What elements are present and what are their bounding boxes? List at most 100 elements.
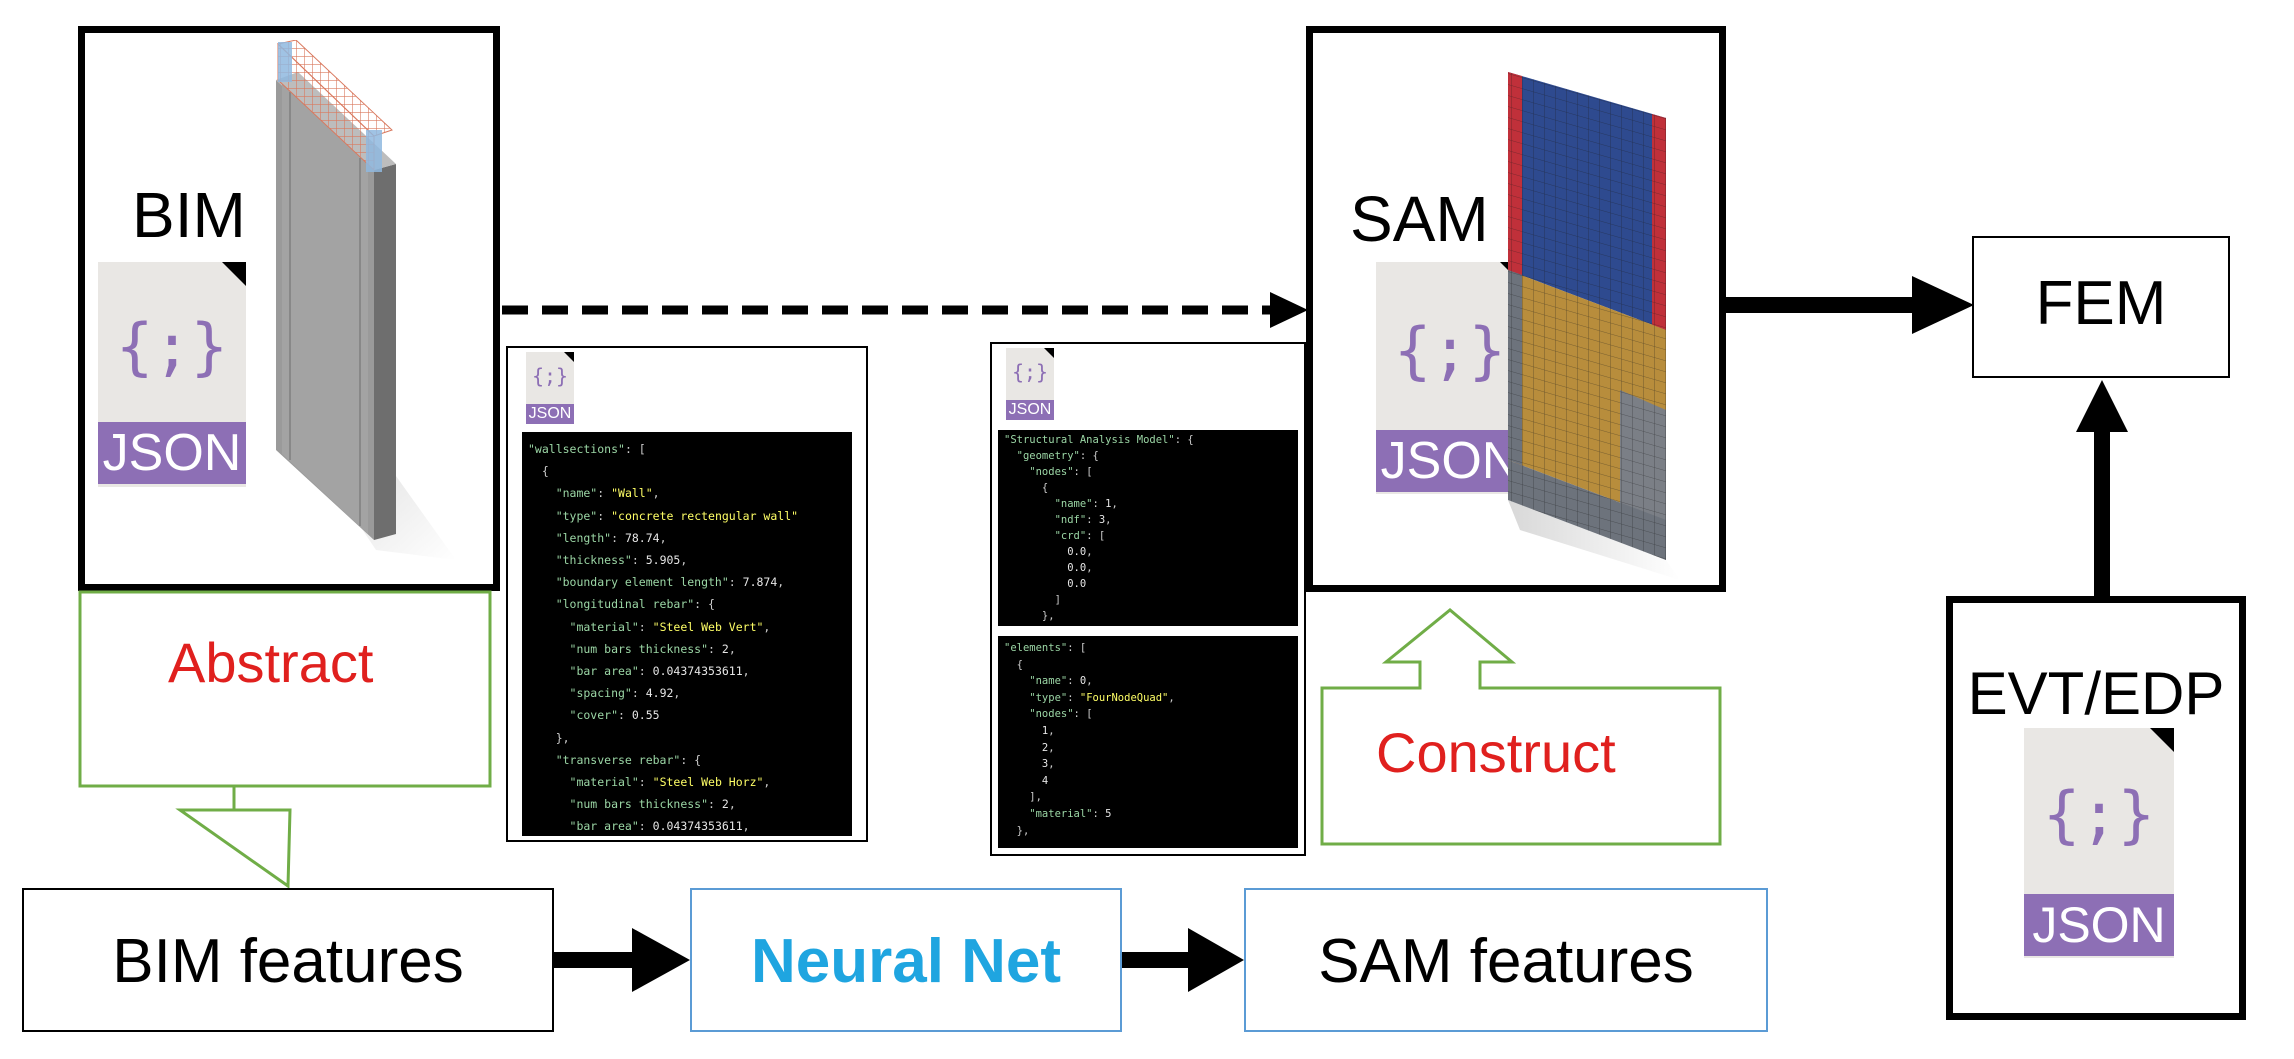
code-line: "bar area": 0.04374353611, bbox=[528, 815, 846, 836]
code-token: "transverse rebar" bbox=[528, 752, 681, 767]
bim-json-code: "wallsections": [ { "name": "Wall", "typ… bbox=[522, 432, 852, 836]
bim-features-label: BIM features bbox=[112, 927, 464, 996]
code-line: "name": "Wall", bbox=[528, 482, 846, 504]
code-token: "Steel Web Vert" bbox=[652, 619, 764, 634]
sam-mesh-illustration bbox=[1508, 72, 1680, 580]
code-line: "length": 78.74, bbox=[528, 527, 846, 549]
code-token: "Structural Analysis Model" bbox=[1004, 434, 1175, 446]
code-token: 2 bbox=[1004, 741, 1049, 754]
code-token: : bbox=[638, 819, 653, 834]
code-token: "num bars thickness" bbox=[528, 641, 709, 656]
code-token: { bbox=[1004, 658, 1023, 671]
code-token: "material" bbox=[1004, 807, 1093, 820]
sam-json-file-icon: {;} JSON bbox=[1376, 262, 1524, 494]
json-tag: JSON bbox=[1376, 430, 1524, 492]
code-token: 0.04374353611 bbox=[652, 664, 743, 679]
code-line: "cover": 0.55 bbox=[528, 704, 846, 726]
code-token: { bbox=[528, 464, 549, 479]
sam-json-code-elements: "elements": [ { "name": 0, "type": "Four… bbox=[998, 636, 1298, 848]
abstract-arrow bbox=[78, 590, 492, 889]
arrow-evt-to-fem bbox=[2076, 380, 2128, 600]
arrow-neural-net-to-sam-features bbox=[1122, 928, 1244, 992]
code-token: 1 bbox=[1004, 724, 1049, 737]
json-small-icon: {;} JSON bbox=[526, 352, 574, 424]
code-line: "bar area": 0.04374353611, bbox=[528, 660, 846, 682]
code-token: "elements" bbox=[1004, 642, 1068, 654]
json-tag: JSON bbox=[1006, 400, 1054, 420]
bim-json-file-icon: {;} JSON bbox=[98, 262, 246, 487]
code-token: , bbox=[680, 553, 688, 568]
code-token: "Steel Web Horz" bbox=[652, 775, 764, 790]
code-token: : bbox=[708, 641, 722, 656]
code-token: }, bbox=[1004, 610, 1055, 622]
json-brace-icon: {;} bbox=[1394, 314, 1506, 387]
code-line: "boundary element length": 7.874, bbox=[528, 571, 846, 593]
code-token: ], bbox=[1004, 791, 1042, 804]
code-line: "num bars thickness": 2, bbox=[528, 793, 846, 815]
json-small-icon: {;} JSON bbox=[1006, 348, 1054, 420]
evt-edp-title: EVT/EDP bbox=[1967, 660, 2225, 727]
sam-title: SAM bbox=[1350, 183, 1489, 255]
code-line: "longitudinal rebar": { bbox=[528, 593, 846, 615]
code-line: { bbox=[1004, 480, 1292, 496]
code-token: "bar area" bbox=[528, 664, 639, 679]
code-token: : { bbox=[1079, 450, 1099, 462]
code-token: : bbox=[728, 575, 743, 590]
code-token: : { bbox=[694, 597, 715, 612]
code-token: , bbox=[728, 797, 736, 812]
code-token: : { bbox=[680, 752, 702, 767]
code-token: : bbox=[618, 708, 632, 723]
json-brace-icon: {;} bbox=[531, 364, 569, 388]
code-token: , bbox=[652, 486, 660, 501]
code-token: "ndf" bbox=[1004, 514, 1087, 526]
json-tag: JSON bbox=[526, 404, 574, 424]
code-line: "thickness": 5.905, bbox=[528, 549, 846, 571]
code-token: "cover" bbox=[528, 708, 619, 723]
code-token: 2 bbox=[721, 797, 729, 812]
sam-features-label: SAM features bbox=[1318, 927, 1694, 996]
code-token: , bbox=[1086, 562, 1093, 574]
code-line: { bbox=[1004, 657, 1292, 674]
code-token: "longitudinal rebar" bbox=[528, 597, 695, 612]
code-token: , bbox=[763, 619, 771, 634]
code-token: , bbox=[1086, 675, 1093, 688]
code-token: : bbox=[638, 664, 653, 679]
wall-3d-illustration bbox=[276, 40, 456, 560]
code-token: : bbox=[631, 686, 646, 701]
code-token: : [ bbox=[1067, 642, 1087, 654]
code-token: : bbox=[1067, 691, 1080, 704]
code-line: "material": "Steel Web Horz", bbox=[528, 771, 846, 793]
code-line: 0.0 bbox=[1004, 576, 1292, 592]
fem-label: FEM bbox=[2035, 269, 2167, 338]
code-token: : bbox=[638, 775, 653, 790]
code-token: , bbox=[1048, 758, 1055, 771]
code-token: 0 bbox=[1079, 675, 1087, 688]
code-token: , bbox=[673, 686, 681, 701]
abstract-label: Abstract bbox=[168, 631, 374, 694]
code-token: "thickness" bbox=[528, 553, 632, 568]
code-line: ], bbox=[1004, 789, 1292, 806]
code-token: 2 bbox=[721, 641, 729, 656]
bim-json-panel: {;} JSON "wallsections": [ { "name": "Wa… bbox=[506, 346, 868, 842]
json-brace-icon: {;} bbox=[1011, 360, 1049, 384]
code-line: "crd": [ bbox=[1004, 528, 1292, 544]
code-token: 4.92 bbox=[645, 686, 674, 701]
code-line: "num bars thickness": 2, bbox=[528, 638, 846, 660]
dashed-arrow-bim-to-sam bbox=[502, 292, 1308, 328]
code-token: "geometry" bbox=[1004, 450, 1080, 462]
code-token: "name" bbox=[528, 486, 598, 501]
code-token: : bbox=[1092, 498, 1106, 510]
code-token: : bbox=[597, 508, 612, 523]
construct-label: Construct bbox=[1376, 721, 1616, 784]
code-token: "length" bbox=[528, 530, 612, 545]
code-line: "material": "Steel Web Vert", bbox=[528, 616, 846, 638]
code-token: , bbox=[763, 775, 771, 790]
code-token: "bar area" bbox=[528, 819, 639, 834]
code-line: "Structural Analysis Model": { bbox=[1004, 432, 1292, 448]
code-token: : bbox=[1067, 675, 1080, 688]
json-brace-icon: {;} bbox=[116, 310, 228, 383]
code-token: "nodes" bbox=[1004, 708, 1074, 721]
code-token: , bbox=[742, 664, 750, 679]
code-line: "elements": [ bbox=[1004, 640, 1292, 657]
code-token: 78.74 bbox=[624, 530, 660, 545]
